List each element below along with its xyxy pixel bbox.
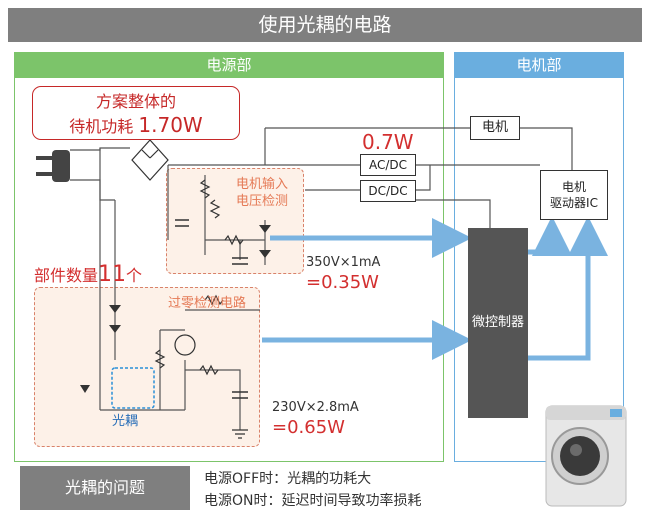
zero-cross-power: =0.65W bbox=[272, 417, 345, 438]
zero-cross-label: 过零检测电路 bbox=[168, 296, 247, 311]
motor-detect-label: 电机输入 电压检测 bbox=[236, 176, 288, 210]
driver-ic-line2: 驱动器IC bbox=[550, 196, 598, 210]
zero-cross-detect-region bbox=[34, 287, 260, 447]
zero-cross-rating: 230V×2.8mA bbox=[272, 400, 359, 415]
motor-detect-power: =0.35W bbox=[306, 272, 379, 293]
standby-power-callout: 方案整体的 待机功耗 1.70W bbox=[32, 86, 240, 140]
problem-line2: 电源ON时：延迟时间导致功率损耗 bbox=[204, 493, 422, 509]
washing-machine-image bbox=[545, 405, 627, 507]
driver-ic-line1: 电机 bbox=[561, 180, 586, 194]
page-title: 使用光耦的电路 bbox=[8, 8, 642, 42]
motor-driver-ic-block: 电机 驱动器IC bbox=[540, 170, 608, 220]
standby-label: 待机功耗 bbox=[69, 117, 134, 136]
optocoupler-label: 光耦 bbox=[112, 414, 139, 429]
motor-detect-rating: 350V×1mA bbox=[306, 255, 381, 270]
power-section-header: 电源部 bbox=[15, 53, 443, 78]
motor-detect-line1: 电机输入 bbox=[236, 177, 289, 192]
dcdc-block: DC/DC bbox=[360, 180, 416, 202]
microcontroller-block: 微控制器 bbox=[468, 228, 528, 418]
standby-line2: 待机功耗 1.70W bbox=[33, 113, 239, 139]
parts-count-suffix: 个 bbox=[126, 266, 143, 285]
standby-line1: 方案整体的 bbox=[95, 92, 176, 111]
motor-voltage-detect-region bbox=[166, 168, 304, 274]
parts-count: 部件数量11个 bbox=[34, 262, 142, 287]
motor-detect-line2: 电压检测 bbox=[236, 194, 289, 209]
parts-count-prefix: 部件数量 bbox=[34, 266, 99, 285]
motor-section-header: 电机部 bbox=[455, 53, 623, 78]
parts-count-number: 11 bbox=[98, 262, 127, 287]
problem-line1: 电源OFF时：光耦的功耗大 bbox=[204, 471, 372, 487]
standby-value: 1.70W bbox=[138, 113, 203, 137]
acdc-power-value: 0.7W bbox=[362, 130, 414, 154]
acdc-block: AC/DC bbox=[360, 154, 416, 176]
motor-block: 电机 bbox=[470, 116, 520, 140]
problems-label: 光耦的问题 bbox=[20, 466, 190, 510]
